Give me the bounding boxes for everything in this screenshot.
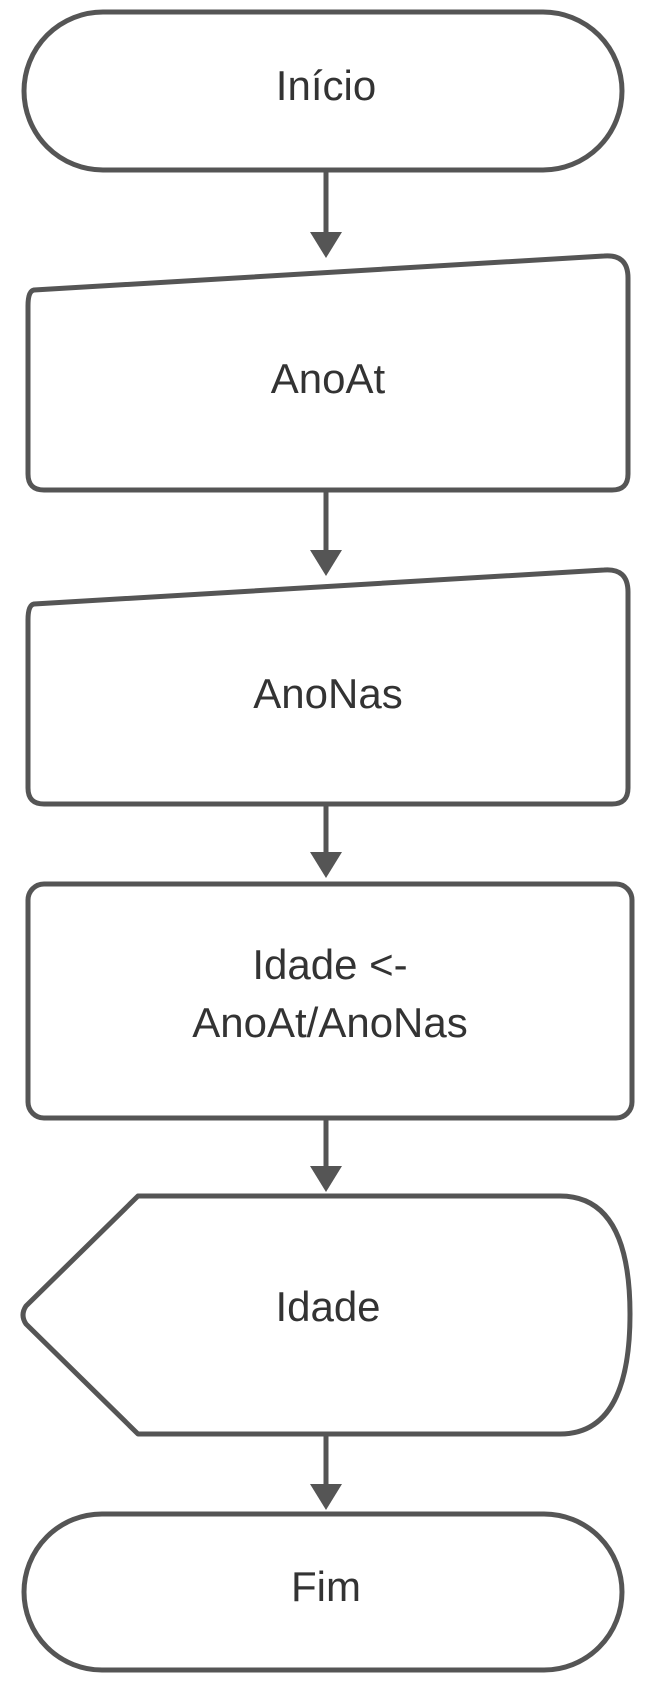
input-ano-atual-shape: [25, 253, 631, 493]
input-ano-nasc-shape: [25, 567, 631, 807]
display-idade: Idade: [20, 1193, 633, 1437]
end-label: Fim: [291, 1563, 361, 1610]
input-ano-nasc: AnoNas: [25, 567, 631, 807]
arrowhead-icon: [310, 550, 342, 576]
end-terminator: Fim: [21, 1511, 625, 1673]
display-idade-shape: [20, 1193, 633, 1437]
start-terminator-shape: [21, 9, 625, 173]
connector-process-to-display: [310, 1118, 342, 1192]
connector-input-2-to-process: [310, 804, 342, 878]
arrowhead-icon: [310, 1484, 342, 1510]
process-idade: Idade <- AnoAt/AnoNas: [25, 881, 635, 1121]
connector-start-to-input-1: [310, 170, 342, 258]
process-idade-line-2: AnoAt/AnoNas: [192, 999, 468, 1046]
display-idade-label: Idade: [275, 1283, 380, 1330]
connector-display-to-end: [310, 1434, 342, 1510]
input-ano-atual: AnoAt: [25, 253, 631, 493]
end-terminator-shape: [21, 1511, 625, 1673]
start-label: Início: [276, 62, 376, 109]
process-idade-shape: [25, 881, 635, 1121]
input-ano-atual-label: AnoAt: [271, 355, 386, 402]
arrowhead-icon: [310, 1166, 342, 1192]
arrowhead-icon: [310, 232, 342, 258]
start-terminator: Início: [21, 9, 625, 173]
process-idade-line-1: Idade <-: [252, 941, 407, 988]
connector-input-1-to-input-2: [310, 490, 342, 576]
arrowhead-icon: [310, 852, 342, 878]
input-ano-nasc-label: AnoNas: [253, 670, 402, 717]
